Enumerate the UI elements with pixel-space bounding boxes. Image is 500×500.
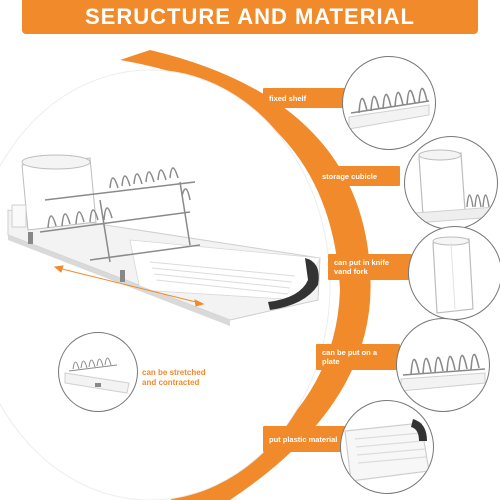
fixed-shelf-closeup-icon: [348, 87, 430, 130]
wire-rack: [39, 167, 201, 263]
stretch-arrow: [53, 265, 205, 307]
stretch-note: can be stretched and contracted: [142, 368, 206, 387]
feature-label-plate: can be put on a plate: [316, 344, 400, 370]
storage-cubicle-circle: [404, 136, 498, 230]
feature-label-plastic: put plastic material: [263, 426, 347, 452]
drainboard: [7, 209, 321, 326]
orange-arc: [120, 50, 371, 500]
feature-label-text: fixed shelf: [269, 93, 307, 103]
plastic-tray-closeup-icon: [344, 419, 430, 482]
storage-cubicle-closeup-icon: [414, 149, 496, 224]
feature-label-text: storage cubicle: [322, 171, 378, 181]
feature-label-text: put plastic material: [269, 434, 338, 444]
utensil-cup: [11, 154, 97, 231]
plate-rack-circle: [396, 318, 490, 412]
fixed-shelf-circle: [342, 56, 436, 150]
title-banner: SERUCTURE AND MATERIAL: [22, 0, 478, 34]
plastic-tray-circle: [340, 400, 434, 494]
plate-rack-closeup-icon: [400, 353, 486, 392]
page-title: SERUCTURE AND MATERIAL: [85, 4, 415, 29]
feature-label-storage-cubicle: storage cubicle: [316, 166, 400, 186]
feature-label-fixed-shelf: fixed shelf: [263, 88, 345, 108]
utensil-holder-closeup-icon: [432, 236, 474, 314]
feature-label-text: can put in knife vand fork: [334, 258, 390, 276]
feature-label-text: can be put on a plate: [322, 348, 378, 366]
stretch-closeup-icon: [64, 357, 130, 394]
utensil-holder-circle: [408, 226, 500, 320]
feature-label-knife-fork: can put in knife vand fork: [328, 254, 412, 280]
stretch-closeup-circle: [58, 332, 138, 412]
